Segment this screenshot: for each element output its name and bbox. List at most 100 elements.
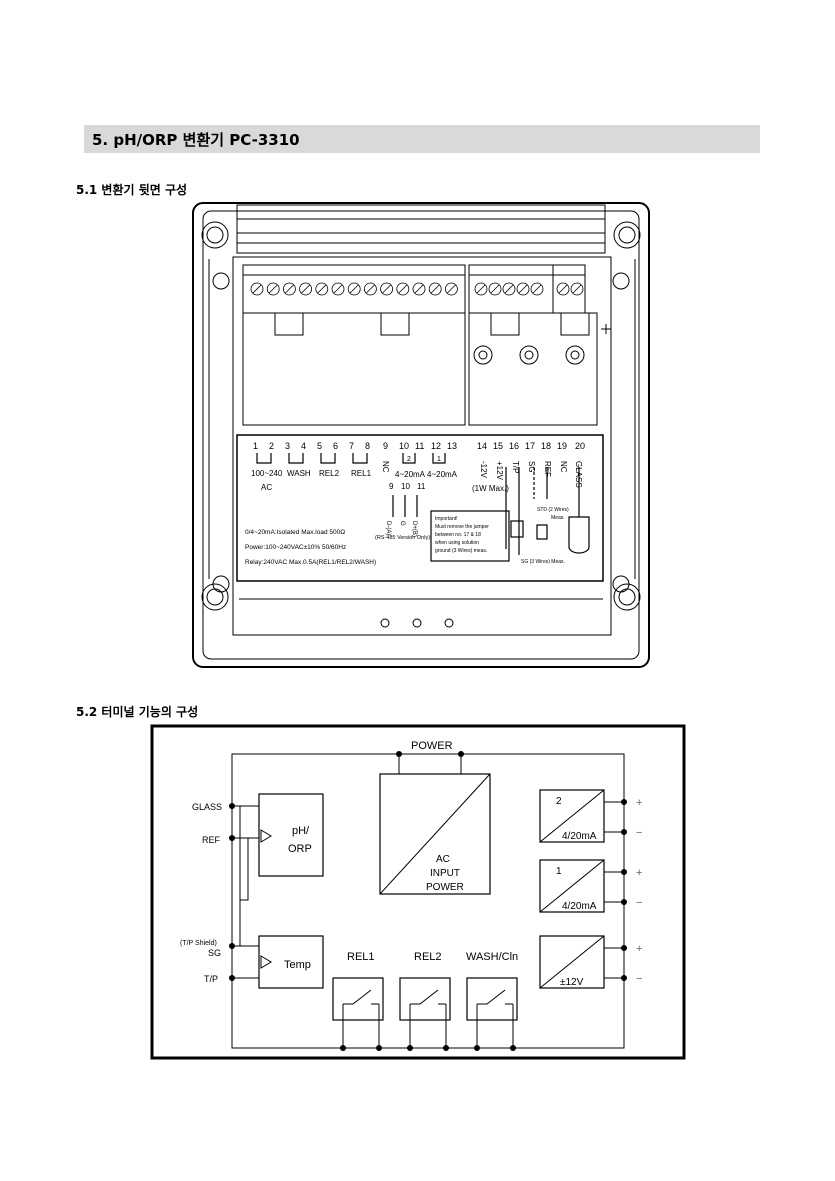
terminal-screw bbox=[299, 282, 312, 296]
label-ac-range: 100~240 bbox=[251, 469, 283, 478]
terminal-screw bbox=[396, 282, 410, 296]
terminal-screw bbox=[556, 282, 570, 296]
label-ac: AC bbox=[261, 483, 272, 492]
label-rs485: (RS-485 Version Only) bbox=[375, 535, 430, 541]
terminal-number: 9 bbox=[383, 441, 388, 451]
output-12v-block bbox=[539, 935, 605, 989]
out1-label: 4/20mA bbox=[562, 901, 597, 912]
out2-plus: + bbox=[636, 797, 642, 809]
label-temp: Temp bbox=[284, 959, 311, 971]
label-1w-max: (1W Max.) bbox=[472, 484, 509, 493]
corner-screw-br bbox=[613, 583, 641, 611]
label-meas: Meas. bbox=[551, 515, 565, 521]
label-power: POWER bbox=[411, 740, 453, 752]
label-input: INPUT bbox=[430, 868, 460, 879]
label-rs-b: D+(B) bbox=[411, 521, 417, 537]
num-1: 1 bbox=[437, 456, 441, 463]
terminal-number: 20 bbox=[575, 441, 585, 451]
temp-block bbox=[258, 935, 324, 989]
label-rel2: REL2 bbox=[319, 469, 340, 478]
label-ac: AC bbox=[436, 854, 450, 865]
label-4-20ma-2: 4~20mA bbox=[395, 470, 426, 479]
terminal-number: 10 bbox=[399, 441, 409, 451]
section-header-bar: 5. pH/ORP 변환기 PC-3310 bbox=[84, 125, 760, 153]
diagram-frame bbox=[150, 724, 686, 1060]
label-std-2-wires: STD (2 Wires) bbox=[537, 507, 569, 513]
label-rs-a: D-(A) bbox=[385, 521, 391, 535]
terminal-screw bbox=[347, 282, 361, 296]
important-5: ground (3 Wires) meas. bbox=[435, 548, 487, 554]
terminal-screw bbox=[474, 282, 488, 296]
important-3: between no. 17 & 18 bbox=[435, 532, 481, 538]
out2-minus: − bbox=[636, 827, 642, 839]
label-sg-in: SG bbox=[208, 948, 221, 958]
label-nc9: NC bbox=[381, 461, 390, 473]
terminal-number: 8 bbox=[365, 441, 370, 451]
label-glass: GLASS bbox=[574, 461, 583, 488]
out3-label: ±12V bbox=[560, 977, 584, 988]
label-ref: REF bbox=[543, 461, 552, 477]
corner-screw-bl bbox=[201, 583, 229, 611]
spec-relay: Relay:240VAC Max.0.5A(REL1/REL2/WASH) bbox=[245, 559, 376, 566]
housing-outline bbox=[192, 202, 650, 668]
label-tp: T/P bbox=[511, 461, 520, 473]
important-2: Must remove the jumper bbox=[435, 524, 489, 530]
out1-plus: + bbox=[636, 867, 642, 879]
spec-output: 0/4~20mA:Isolated Max.load 500Ω bbox=[245, 529, 345, 536]
label-glass-in: GLASS bbox=[192, 802, 222, 812]
out3-minus: − bbox=[636, 973, 642, 985]
terminal-number: 5 bbox=[317, 441, 322, 451]
label-sg-3-wires: SG (3 Wires) Meas. bbox=[521, 559, 565, 565]
terminal-number: 17 bbox=[525, 441, 535, 451]
subsection-title-terminal: 5.2 터미널 기능의 구성 bbox=[76, 705, 199, 719]
terminal-block-diagram: POWER GLASS REF (T/P Shield) SG T/P pH/ … bbox=[150, 724, 686, 1060]
label-plus12v: +12V bbox=[495, 461, 504, 481]
label-rel1: REL1 bbox=[351, 469, 372, 478]
terminal-screw bbox=[428, 282, 442, 296]
terminal-number: 18 bbox=[541, 441, 551, 451]
label-tp-in: T/P bbox=[204, 974, 218, 984]
label-tp-shield: (T/P Shield) bbox=[180, 940, 217, 947]
out1-minus: − bbox=[636, 897, 642, 909]
important-4: when using solution bbox=[435, 540, 479, 546]
terminal-number: 14 bbox=[477, 441, 487, 451]
out3-plus: + bbox=[636, 943, 642, 955]
terminal-number: 6 bbox=[333, 441, 338, 451]
section-title: 5. pH/ORP 변환기 PC-3310 bbox=[92, 131, 300, 149]
label-ref-in: REF bbox=[202, 835, 221, 845]
terminal-number: 19 bbox=[557, 441, 567, 451]
terminal-block-right bbox=[468, 264, 586, 314]
output-2-block bbox=[539, 789, 605, 843]
terminal-label-panel bbox=[236, 434, 604, 582]
label-rs-g: G bbox=[399, 521, 405, 526]
corner-screw-tl bbox=[201, 221, 229, 249]
terminal-screw bbox=[266, 282, 280, 296]
terminal-number: 7 bbox=[349, 441, 354, 451]
label-sg: SG bbox=[527, 461, 536, 473]
terminal-screw bbox=[250, 282, 264, 296]
terminal-screw bbox=[488, 282, 502, 296]
terminal-number: 13 bbox=[447, 441, 457, 451]
terminal-screw bbox=[516, 282, 530, 296]
label-rel1: REL1 bbox=[347, 951, 375, 963]
ph-orp-block bbox=[258, 793, 324, 877]
terminal-number: 2 bbox=[269, 441, 274, 451]
rel2-switch bbox=[399, 977, 451, 1021]
terminal-screw bbox=[315, 282, 329, 296]
label-rel2: REL2 bbox=[414, 951, 442, 963]
terminal-screw bbox=[380, 282, 394, 296]
terminal-number: 12 bbox=[431, 441, 441, 451]
label-4-20ma-1: 4~20mA bbox=[427, 470, 458, 479]
terminal-screw bbox=[363, 282, 377, 296]
terminal-number: 1 bbox=[253, 441, 258, 451]
corner-screw-tr bbox=[613, 221, 641, 249]
label-minus12v: -12V bbox=[479, 461, 488, 479]
rs-num-10: 10 bbox=[401, 482, 410, 491]
terminal-number: 15 bbox=[493, 441, 503, 451]
label-wash-cln: WASH/Cln bbox=[466, 951, 518, 963]
terminal-number: 4 bbox=[301, 441, 306, 451]
terminal-number: 16 bbox=[509, 441, 519, 451]
out2-number: 2 bbox=[556, 796, 562, 807]
label-ph: pH/ bbox=[292, 825, 310, 837]
